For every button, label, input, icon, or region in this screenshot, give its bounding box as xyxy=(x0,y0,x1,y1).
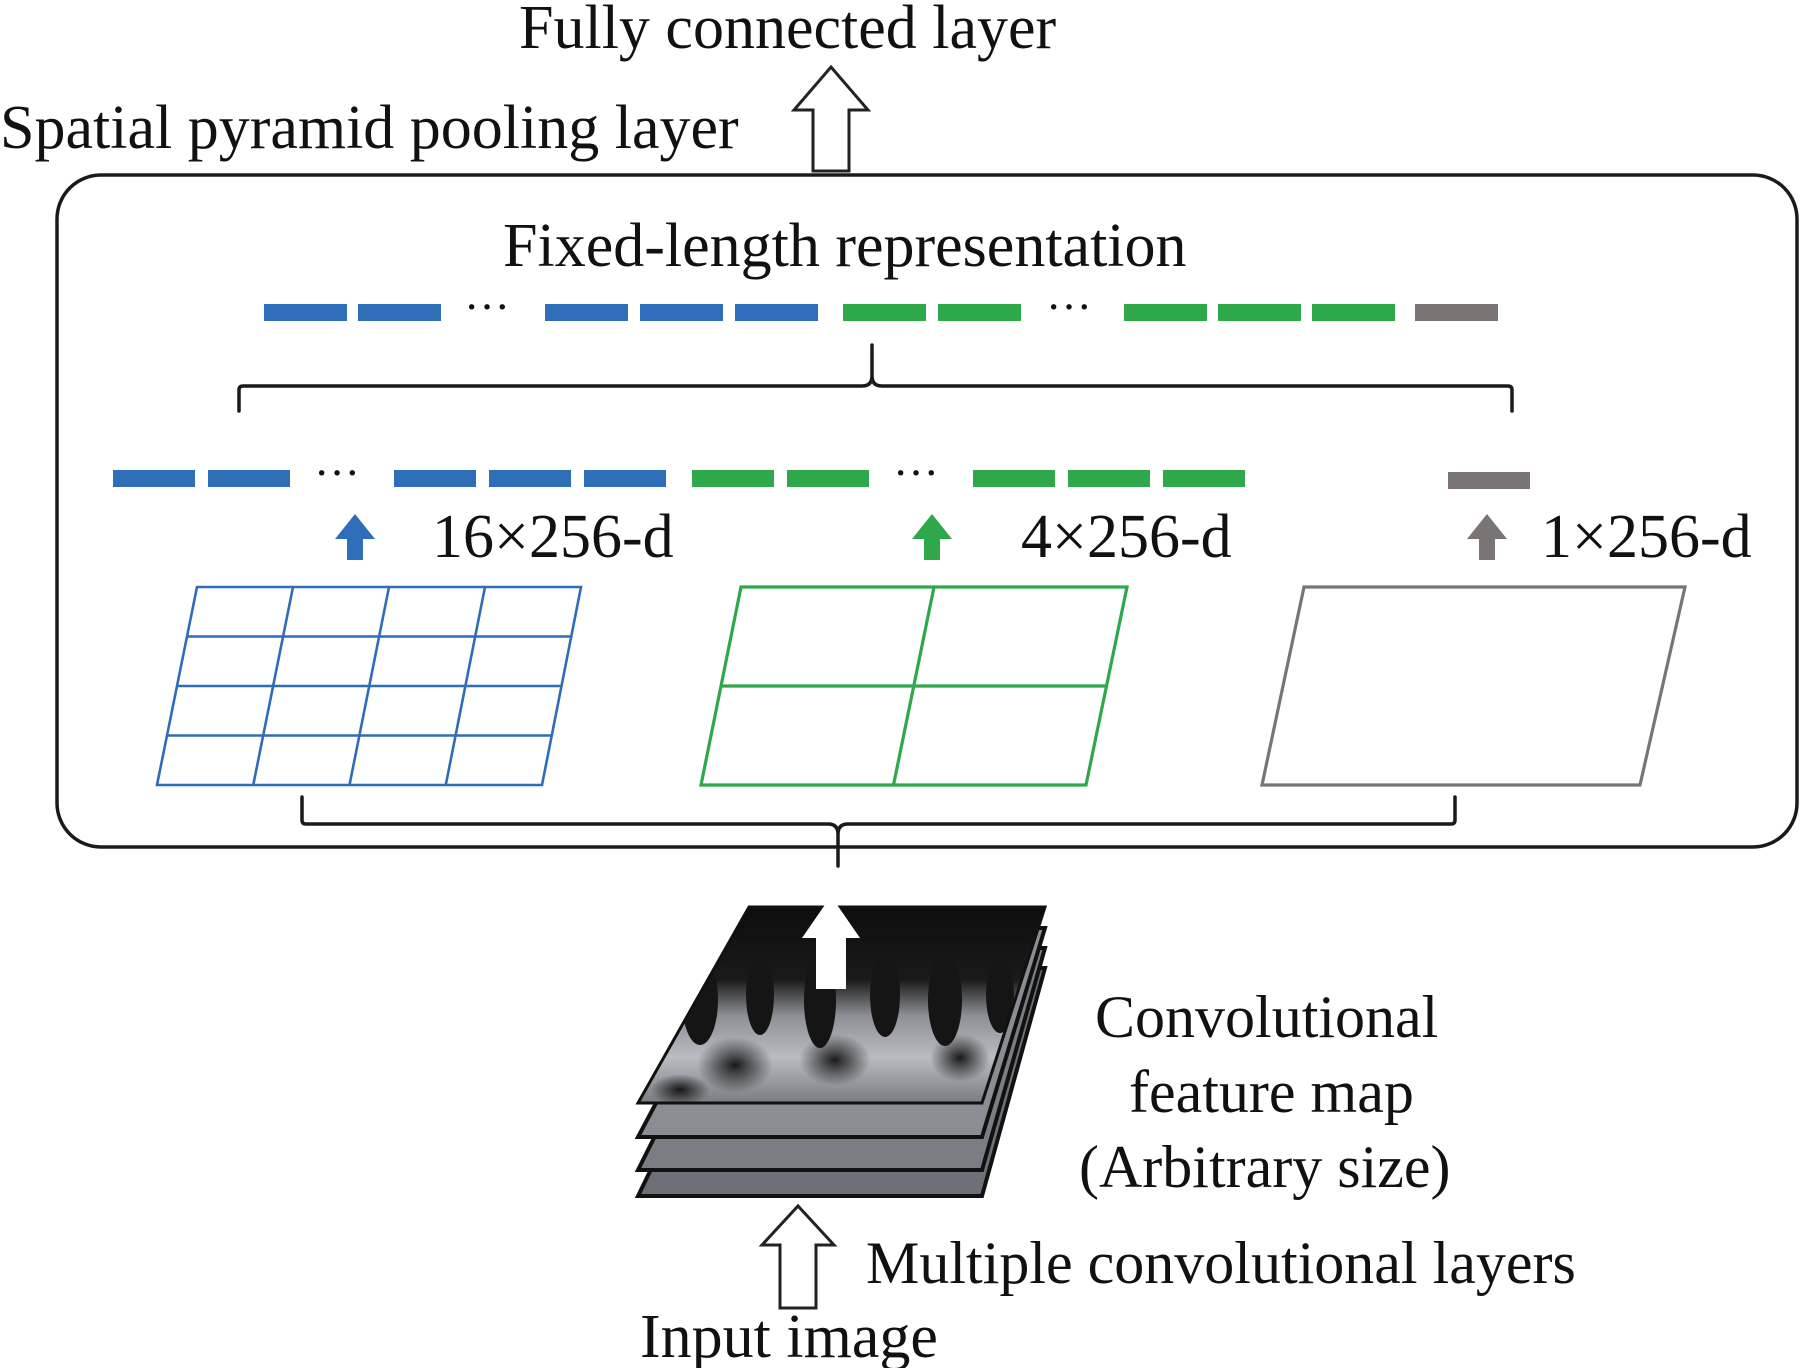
level16-bin xyxy=(584,470,666,487)
vector-bin-blue xyxy=(545,304,628,321)
level4-bin xyxy=(1163,470,1245,487)
feature-map-top-outline xyxy=(635,905,1048,1105)
spp-layer-box xyxy=(55,173,1799,849)
ellipsis: ··· xyxy=(893,447,939,498)
input-up-arrow-icon xyxy=(758,1203,838,1310)
level-vectors: ··· ··· xyxy=(113,447,1530,498)
fixed-length-label: Fixed-length representation xyxy=(503,212,1187,280)
vector-bin-blue xyxy=(640,304,723,321)
fixed-length-vector: ··· ··· xyxy=(264,281,1498,332)
dim-4-label: 4×256-d xyxy=(1021,503,1232,571)
vector-bin-green xyxy=(1124,304,1207,321)
gray-up-arrow-icon xyxy=(1467,514,1507,560)
up-arrow-icon xyxy=(790,64,872,173)
level4-bin xyxy=(1068,470,1150,487)
feature-map-bracket xyxy=(300,795,1457,868)
vector-bin-green xyxy=(843,304,926,321)
feature-map-stack xyxy=(634,896,1048,1198)
vector-bin-blue xyxy=(358,304,441,321)
ellipsis: ··· xyxy=(314,447,360,498)
level16-bin xyxy=(394,470,476,487)
dim-16-label: 16×256-d xyxy=(432,503,674,571)
level4-bin xyxy=(692,470,774,487)
level16-bin xyxy=(113,470,195,487)
spp-layer-label: Spatial pyramid pooling layer xyxy=(0,94,739,162)
level4-bin xyxy=(787,470,869,487)
grid-outline xyxy=(155,585,583,787)
pooling-grid-1x1 xyxy=(1260,585,1688,787)
grid-outline xyxy=(699,585,1129,787)
vector-bin-green xyxy=(1312,304,1395,321)
vector-bin-green xyxy=(1218,304,1301,321)
pooling-grid-2x2 xyxy=(699,585,1129,787)
level1-bin xyxy=(1448,472,1530,489)
white-up-arrow-icon xyxy=(802,896,860,989)
level16-bin xyxy=(208,470,290,487)
grid-outline xyxy=(1260,585,1688,787)
ellipsis: ··· xyxy=(1046,281,1092,332)
pooling-grid-4x4 xyxy=(155,585,583,787)
conv-map-label-line3: (Arbitrary size) xyxy=(1079,1134,1450,1200)
vector-bin-blue xyxy=(264,304,347,321)
vector-bin-blue xyxy=(735,304,818,321)
level16-bin xyxy=(489,470,571,487)
vector-bin-green xyxy=(938,304,1021,321)
dim-1-label: 1×256-d xyxy=(1541,503,1752,571)
vector-bin-gray xyxy=(1415,304,1498,321)
blue-up-arrow-icon xyxy=(335,514,375,560)
fully-connected-label: Fully connected layer xyxy=(519,0,1056,62)
green-up-arrow-icon xyxy=(912,514,952,560)
input-image-label: Input image xyxy=(640,1303,938,1368)
multiple-conv-label: Multiple convolutional layers xyxy=(866,1230,1576,1296)
concat-bracket xyxy=(237,343,1514,413)
ellipsis: ··· xyxy=(464,281,510,332)
level4-bin xyxy=(973,470,1055,487)
conv-map-label-line1: Convolutional xyxy=(1095,984,1438,1050)
conv-map-label-line2: feature map xyxy=(1129,1059,1414,1125)
